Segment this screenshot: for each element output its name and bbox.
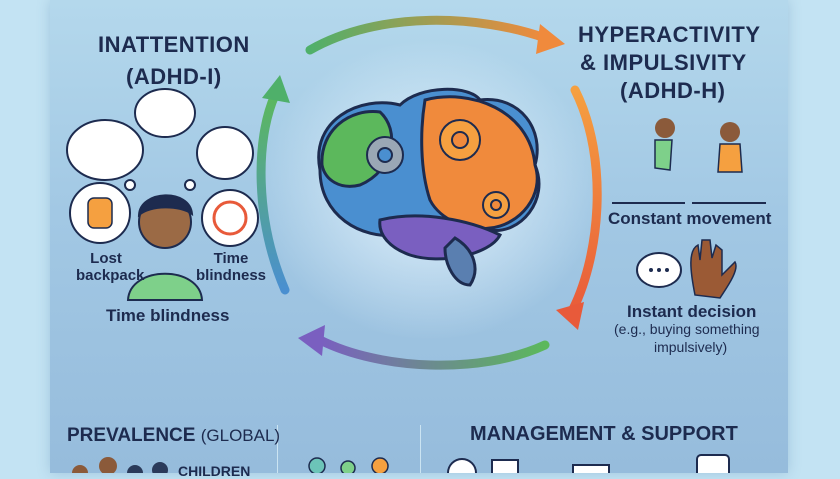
document-icon <box>696 454 730 473</box>
inattention-title: INATTENTION <box>98 32 250 57</box>
divider <box>420 425 421 473</box>
divider <box>277 425 278 473</box>
cycle-arrow-right <box>556 85 602 330</box>
running-children-icon <box>612 118 766 204</box>
hyperactivity-title: HYPERACTIVITY <box>578 22 761 47</box>
children-group-icon <box>72 457 168 473</box>
cycle-arrow-bottom <box>298 325 550 370</box>
child-avatar <box>126 194 204 301</box>
raised-hand-icon <box>690 239 737 299</box>
hyperactivity-subtitle: (ADHD-H) <box>620 78 726 103</box>
instant-decision-label: Instant decision <box>627 302 757 321</box>
constant-movement-label: Constant movement <box>608 209 772 228</box>
prevalence-title-text: PREVALENCE <box>67 425 196 446</box>
instant-decision-example-cont: impulsively) <box>654 339 728 355</box>
cycle-arrow-left <box>256 75 290 295</box>
instant-decision-example: (e.g., buying something <box>614 321 760 337</box>
prevalence-circles-icon <box>308 457 389 473</box>
gear-icon <box>366 136 404 174</box>
time-blindness-bubble-label: Time blindness <box>196 250 267 284</box>
impulsivity-title: & IMPULSIVITY <box>580 50 747 75</box>
inattention-subtitle: (ADHD-I) <box>126 64 222 89</box>
gear-icon <box>439 119 510 219</box>
clock-icon <box>447 458 477 473</box>
chat-bubble-icon <box>636 252 682 288</box>
speech-bubble-clock-icon <box>201 189 259 247</box>
lost-backpack-label: Lost backpack <box>76 250 145 284</box>
management-title: MANAGEMENT & SUPPORT <box>470 423 738 445</box>
cycle-arrow-top <box>305 15 565 55</box>
children-label: CHILDREN <box>178 463 251 479</box>
prevalence-title: PREVALENCE (GLOBAL) <box>67 425 280 447</box>
time-blindness-caption: Time blindness <box>106 306 230 325</box>
calendar-icon <box>491 459 519 473</box>
planner-icon <box>572 464 610 473</box>
prevalence-title-suffix: (GLOBAL) <box>200 426 281 445</box>
thought-bubble-icon <box>66 88 254 191</box>
management-icons <box>447 454 730 473</box>
speech-bubble-backpack-icon <box>69 182 131 244</box>
